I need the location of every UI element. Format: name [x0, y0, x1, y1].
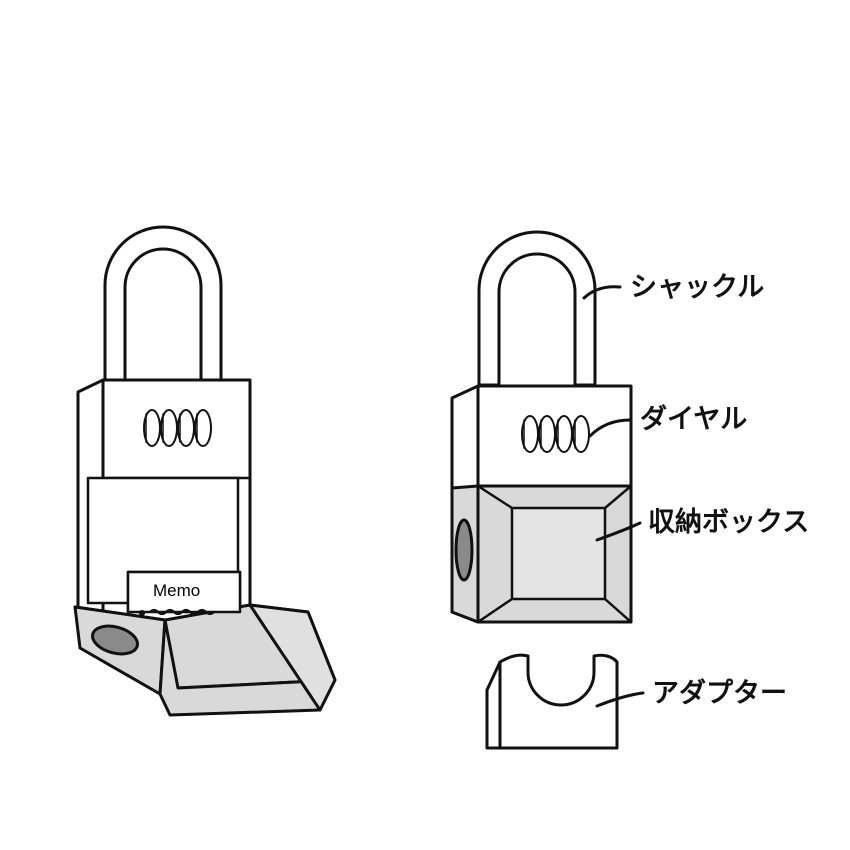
- leader-dial: [588, 418, 632, 438]
- open-lockbox-illustration: [73, 225, 337, 717]
- leader-storage-box: [595, 521, 642, 542]
- open-lock-shackle: [103, 225, 223, 382]
- closed-lock-dials: [521, 415, 590, 453]
- leader-adapter: [595, 691, 645, 708]
- open-tray-right-wall: [248, 603, 337, 712]
- label-storage-box: 収納ボックス: [648, 506, 809, 538]
- label-dial: ダイヤル: [640, 403, 747, 435]
- open-lock-dials: [143, 409, 212, 447]
- leader-shackle: [582, 285, 622, 300]
- open-tray-hole: [91, 624, 139, 656]
- storage-box-inner-panel: [510, 506, 607, 601]
- storage-box-hole: [454, 518, 474, 582]
- adapter-front: [498, 653, 619, 750]
- closed-lock-shackle: [477, 230, 597, 387]
- label-shackle: シャックル: [630, 272, 764, 303]
- label-adapter: アダプター: [652, 677, 787, 709]
- adapter-side: [485, 660, 502, 750]
- memo-card-label: Memo: [153, 581, 200, 600]
- closed-lockbox-illustration: [450, 230, 645, 750]
- callout-leader-lines: [582, 285, 645, 708]
